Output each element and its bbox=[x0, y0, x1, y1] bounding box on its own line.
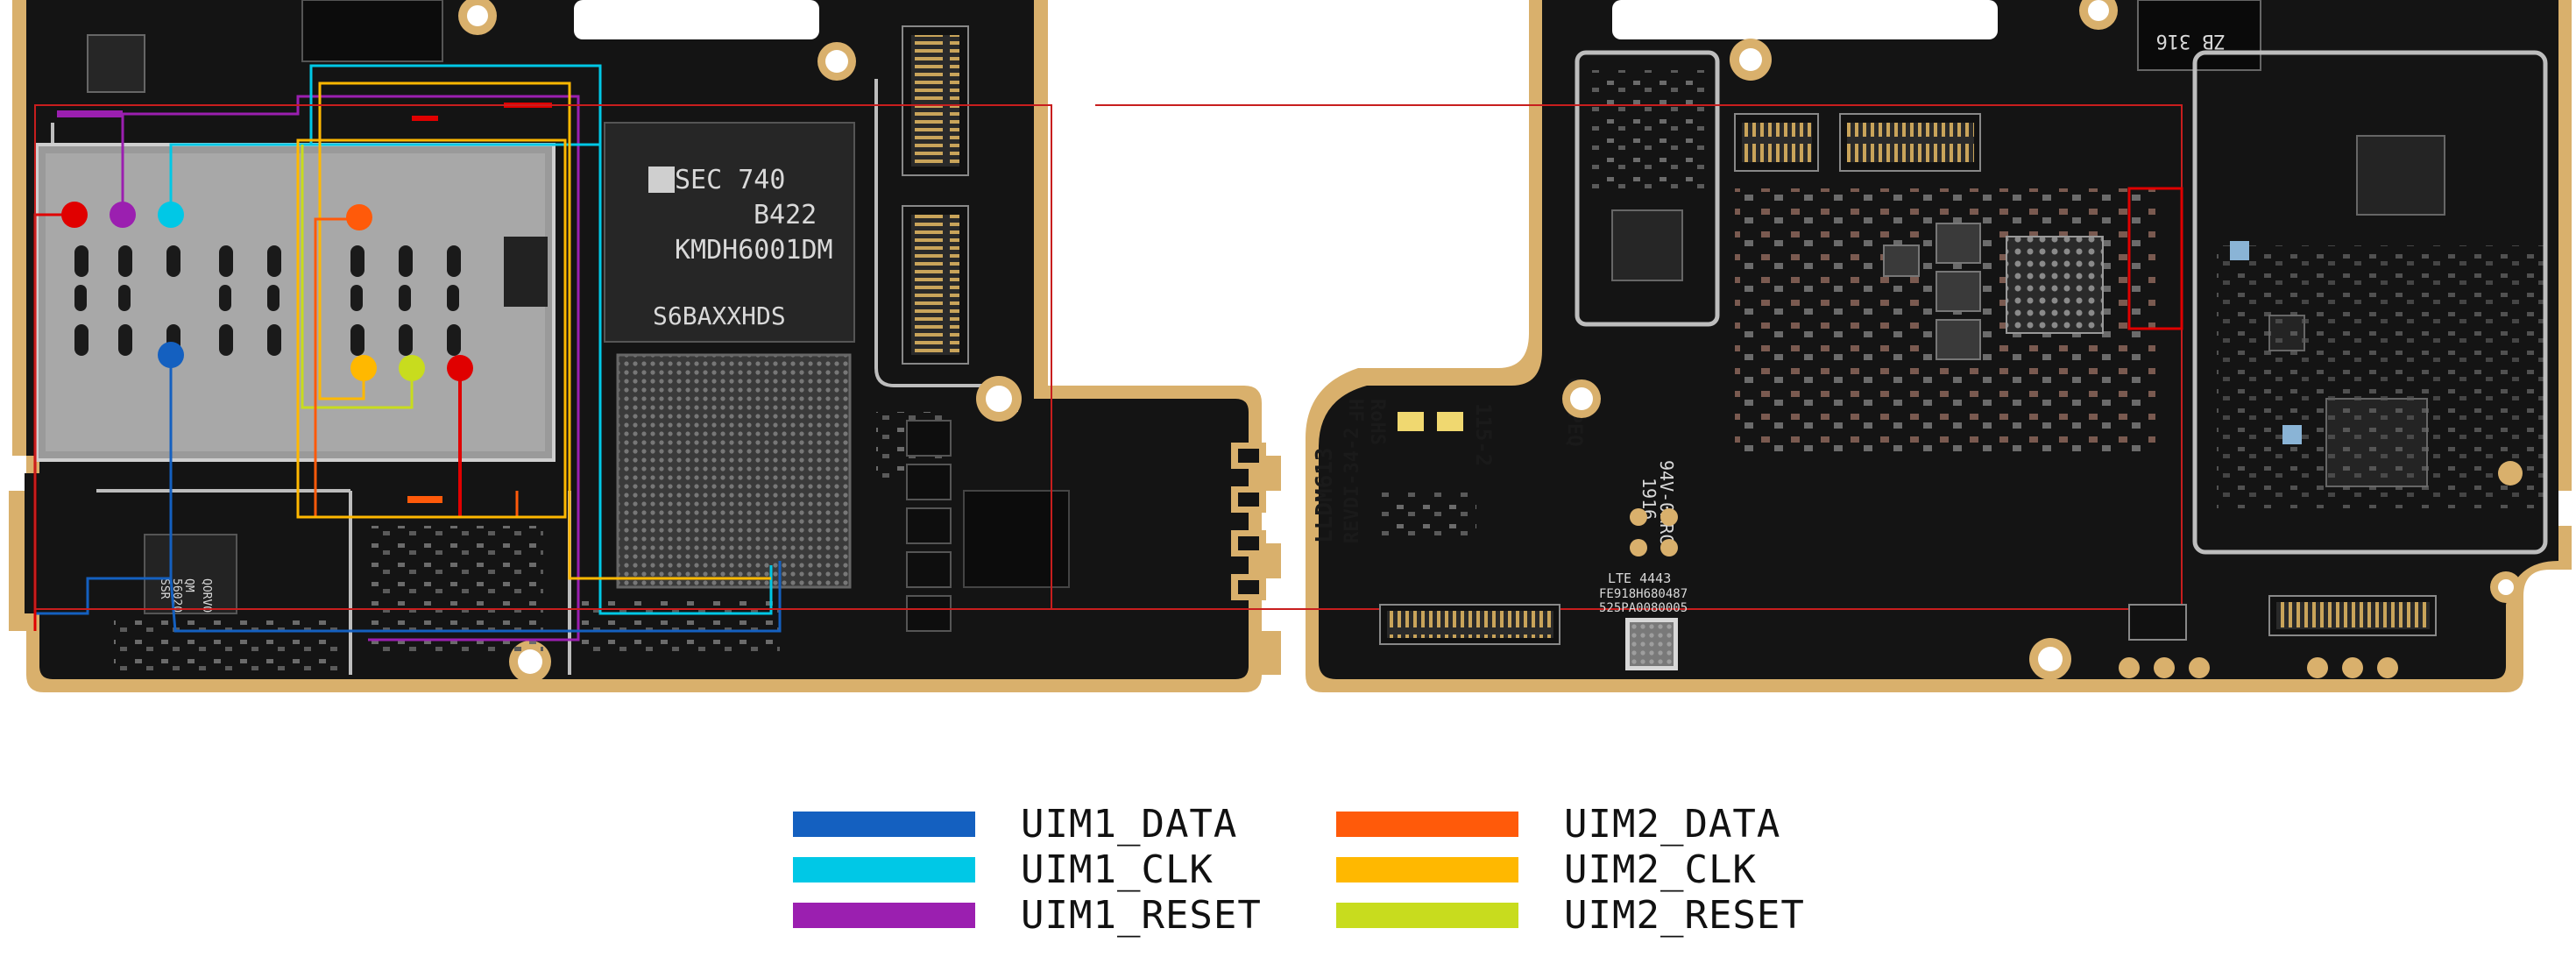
chip-r1 bbox=[2356, 135, 2445, 216]
net-uim1-data-2 bbox=[169, 561, 782, 633]
passives-2 bbox=[368, 526, 543, 657]
b2b-connector-1-pins bbox=[911, 35, 959, 167]
inductors bbox=[906, 420, 952, 632]
tp-uim1-reset bbox=[110, 202, 136, 228]
part-number: LLDM613 bbox=[1312, 447, 1338, 543]
right-board: ZB 316 LLDM613 REVD bbox=[35, 0, 2572, 692]
red-box-right bbox=[35, 104, 2183, 610]
rohs-mark: RoHS bbox=[1366, 399, 1388, 445]
small-ic bbox=[87, 34, 145, 93]
hf-mark: HF bbox=[1344, 399, 1366, 422]
qr-mark bbox=[648, 167, 675, 193]
silk-passives bbox=[1380, 491, 1476, 543]
blue-cap-2 bbox=[2282, 425, 2302, 444]
right-conn-2-pins bbox=[1847, 123, 1974, 162]
net-uim2-clk bbox=[318, 82, 771, 580]
passives-3 bbox=[578, 596, 780, 657]
datamatrix-pattern bbox=[1630, 622, 1674, 666]
red-trace-box bbox=[2127, 187, 2183, 330]
left-notch-area bbox=[1060, 0, 1270, 377]
b2b-connector-2-pins bbox=[911, 215, 959, 355]
serial-b: 525PA0080005 bbox=[1599, 601, 1688, 615]
memory-chip bbox=[604, 122, 855, 343]
right-top-connector bbox=[2137, 0, 2261, 71]
net-uim2-reset bbox=[301, 145, 414, 409]
tp-uim1-data bbox=[158, 342, 184, 368]
passives-4 bbox=[114, 618, 342, 670]
bottom-conn-2-pins bbox=[2276, 602, 2430, 629]
power-inductors bbox=[1883, 223, 1981, 360]
pmic-text-1: QORVO bbox=[200, 578, 213, 613]
gold-pad-2 bbox=[1437, 412, 1463, 431]
qorvo-chip bbox=[144, 534, 237, 614]
net-uim1-data bbox=[35, 355, 173, 615]
chip-text-2: B422 bbox=[754, 200, 817, 230]
right-shield-outline bbox=[2192, 50, 2548, 555]
pmic-text-2: QM bbox=[182, 578, 195, 592]
bottom-conn-1-pins bbox=[1387, 611, 1553, 638]
tp-uim2-data bbox=[346, 204, 372, 230]
tp-uim2-clk bbox=[350, 355, 377, 381]
right-top-cutout bbox=[1612, 0, 1998, 39]
right-conn-1-pins bbox=[1742, 123, 1812, 162]
sim-detect-switch bbox=[504, 237, 548, 307]
pmic-text-4: SSR bbox=[158, 578, 171, 599]
rf-passives bbox=[1590, 70, 1704, 193]
mounting-holes-right bbox=[1562, 0, 2523, 680]
rf-chip bbox=[1611, 209, 1683, 281]
top-connector-mark: ZB 316 bbox=[2156, 30, 2226, 52]
rf-module-outline bbox=[1575, 50, 1720, 327]
revision: REVDI-34-2 bbox=[1341, 428, 1363, 543]
gold-dots bbox=[1630, 508, 2398, 678]
tp-red-1 bbox=[61, 202, 88, 228]
chip-text-3: KMDH6001DM bbox=[675, 235, 833, 266]
pmic-bga bbox=[2006, 236, 2104, 334]
net-uim1-clk-2 bbox=[598, 145, 773, 615]
soc-bga bbox=[616, 353, 852, 589]
tp-uim2-reset bbox=[399, 355, 425, 381]
tp-red-2 bbox=[447, 355, 473, 381]
serial-a: FE918H680487 bbox=[1599, 587, 1688, 601]
blue-cap bbox=[2230, 241, 2249, 260]
bottom-conn-3 bbox=[2128, 604, 2187, 641]
chip-text-1: SEC 740 bbox=[675, 165, 785, 195]
gold-pad-1 bbox=[1398, 412, 1424, 431]
left-top-cutout bbox=[574, 0, 819, 39]
right-passives bbox=[2217, 245, 2550, 508]
code-115: 115-2 bbox=[1471, 403, 1496, 466]
uim2-area-outline bbox=[296, 138, 567, 519]
sim-contacts bbox=[74, 245, 461, 356]
pmic-block bbox=[963, 490, 1070, 588]
top-connector bbox=[301, 0, 443, 62]
lte-mark: LTE 4443 bbox=[1608, 571, 1671, 586]
rating-mark: 94V-0MRC bbox=[1656, 460, 1677, 544]
test-points bbox=[61, 202, 473, 381]
tp-uim1-clk bbox=[158, 202, 184, 228]
chip-text-4: S6BAXXHDS bbox=[653, 301, 786, 330]
left-board: SEC 740 B422 KMDH6001DM S6BAXXHDS bbox=[9, 0, 1281, 692]
edge-pad-holes bbox=[1238, 449, 1259, 594]
